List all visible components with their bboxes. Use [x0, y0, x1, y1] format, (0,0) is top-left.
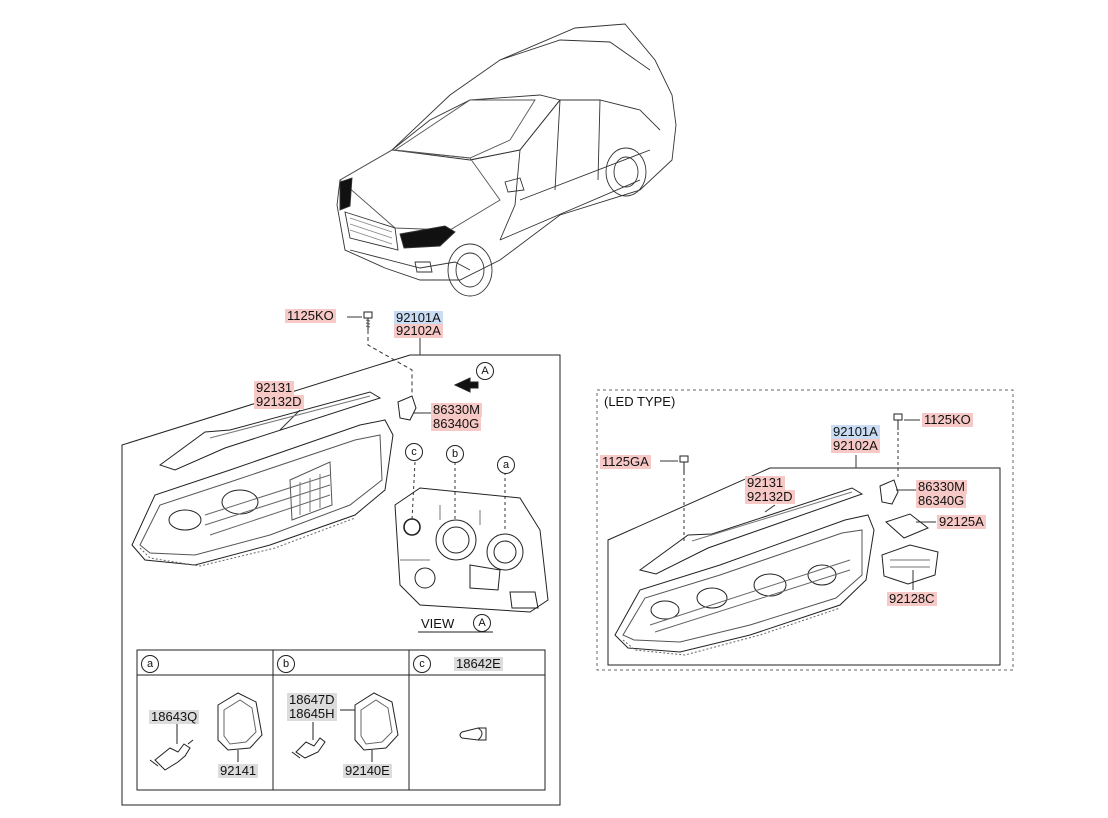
- main-headlamp-front: [131, 419, 394, 567]
- main-bolt-icon: [363, 311, 373, 330]
- led-assembly-frame: [607, 467, 1001, 666]
- main-leader-lines: [279, 316, 506, 530]
- label-bulb-18647d[interactable]: 18647D: [287, 692, 337, 707]
- bulb-table-grid: [136, 649, 546, 791]
- label-bolt-1125ko[interactable]: 1125KO: [285, 308, 336, 323]
- view-arrow-letter: A: [476, 362, 494, 380]
- table-col-a-letter: a: [141, 655, 159, 673]
- label-bracket-86330m[interactable]: 86330M: [431, 402, 482, 417]
- led-label-bolt-1125ga[interactable]: 1125GA: [600, 454, 651, 469]
- led-label-trim-92131[interactable]: 92131: [745, 475, 786, 490]
- label-bulb-18642e[interactable]: 18642E: [454, 656, 503, 671]
- led-pad-icon: [885, 513, 929, 539]
- led-label-headlamp-lh[interactable]: 92101A: [831, 424, 880, 439]
- label-trim-92131[interactable]: 92131: [254, 380, 295, 395]
- main-trim-strip: [158, 391, 382, 471]
- led-label-bracket-86340g[interactable]: 86340G: [916, 493, 967, 508]
- bulb-a-illustration: [149, 723, 194, 771]
- label-headlamp-lh[interactable]: 92101A: [394, 310, 443, 325]
- led-label-bracket-86330m[interactable]: 86330M: [916, 479, 967, 494]
- main-bracket-icon: [397, 395, 417, 421]
- main-headlamp-rear: [394, 487, 549, 613]
- label-bulb-18643q[interactable]: 18643Q: [149, 709, 200, 724]
- label-bulb-18645h[interactable]: 18645H: [287, 706, 337, 721]
- table-col-b-letter: b: [277, 655, 295, 673]
- label-cap-92141[interactable]: 92141: [218, 763, 259, 778]
- led-label-trim-92132d[interactable]: 92132D: [745, 489, 795, 504]
- view-arrow-icon: [453, 377, 479, 393]
- led-type-frame: [596, 389, 1014, 671]
- led-type-label: (LED TYPE): [604, 394, 676, 409]
- led-label-bolt-1125ko[interactable]: 1125KO: [922, 412, 973, 427]
- cap-b-illustration: [340, 692, 399, 762]
- label-headlamp-rh[interactable]: 92102A: [394, 323, 443, 338]
- label-bracket-86340g[interactable]: 86340G: [431, 416, 482, 431]
- label-trim-92132d[interactable]: 92132D: [254, 394, 304, 409]
- table-col-c-letter: c: [413, 655, 431, 673]
- callout-c-letter: c: [405, 443, 423, 461]
- led-module-icon: [881, 544, 939, 585]
- led-leader-lines: [660, 419, 936, 590]
- main-assembly-frame: [121, 354, 561, 806]
- bulb-c-illustration: [459, 727, 487, 741]
- view-letter: A: [473, 614, 491, 632]
- bulb-b-illustration: [291, 722, 326, 759]
- led-label-headlamp-rh[interactable]: 92102A: [831, 438, 880, 453]
- cap-a-illustration: [217, 692, 263, 762]
- led-bracket-icon: [879, 479, 899, 505]
- led-trim-strip: [638, 487, 864, 575]
- led-bolt-top-icon: [893, 413, 903, 430]
- label-cap-92140e[interactable]: 92140E: [343, 763, 392, 778]
- callout-a-letter: a: [497, 456, 515, 474]
- led-bolt-side-icon: [679, 455, 689, 474]
- led-label-module-92128c[interactable]: 92128C: [887, 591, 937, 606]
- led-headlamp-front: [614, 514, 875, 656]
- callout-b-letter: b: [446, 445, 464, 463]
- led-label-pad-92125a[interactable]: 92125A: [937, 514, 986, 529]
- vehicle-illustration: [336, 23, 677, 297]
- view-label: VIEW: [421, 616, 455, 631]
